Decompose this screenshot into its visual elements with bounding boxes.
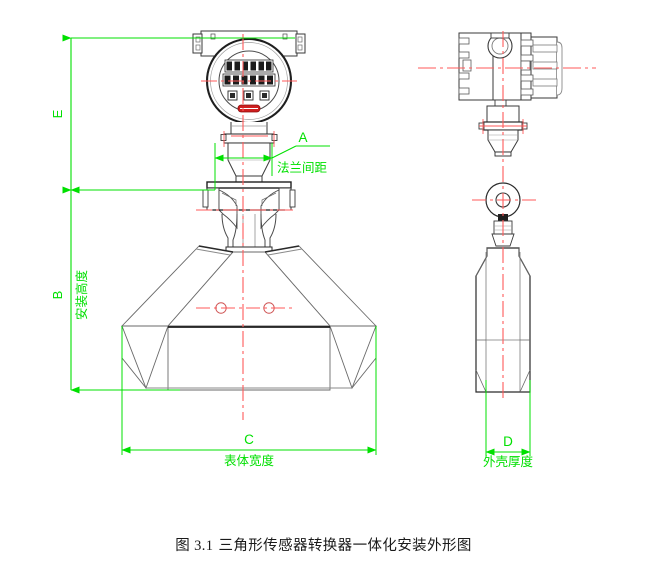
dimension-C: C 表体宽度	[121, 326, 377, 468]
figure-caption: 图 3.1 三角形传感器转换器一体化安装外形图	[0, 534, 647, 555]
front-elevation-view	[120, 30, 378, 420]
dimension-annotations: E B 安装高度 C 表体宽度	[50, 34, 534, 469]
dimension-A-description: 法兰间距	[277, 160, 327, 175]
dimension-D-letter: D	[503, 434, 513, 449]
dimension-B-description: 安装高度	[74, 270, 89, 321]
dimension-C-description: 表体宽度	[224, 453, 275, 468]
dimension-C-letter: C	[244, 432, 254, 447]
figure-caption-text: 三角形传感器转换器一体化安装外形图	[218, 538, 472, 554]
figure-number: 图 3.1	[175, 538, 214, 554]
dimension-B-letter: B	[50, 291, 65, 300]
dimension-E-letter: E	[50, 109, 65, 118]
dimension-D: D 外壳厚度	[483, 380, 534, 469]
dimension-D-description: 外壳厚度	[483, 454, 534, 469]
nameplate	[237, 104, 261, 113]
adapter-cone	[227, 142, 271, 183]
front-centerlines	[196, 34, 297, 420]
triangular-sensor-body	[120, 245, 378, 391]
dimension-A-letter: A	[298, 130, 307, 145]
side-transmitter-housing	[458, 32, 563, 101]
transmitter-neck	[220, 122, 278, 144]
dimension-B: B 安装高度	[50, 186, 215, 394]
dimension-A: A 法兰间距	[214, 130, 330, 190]
side-centerlines	[418, 31, 596, 398]
lcd-display	[222, 59, 276, 87]
side-elevation-view	[418, 31, 596, 398]
sensor-manifold	[202, 181, 296, 253]
keypad-buttons[interactable]	[227, 90, 270, 101]
